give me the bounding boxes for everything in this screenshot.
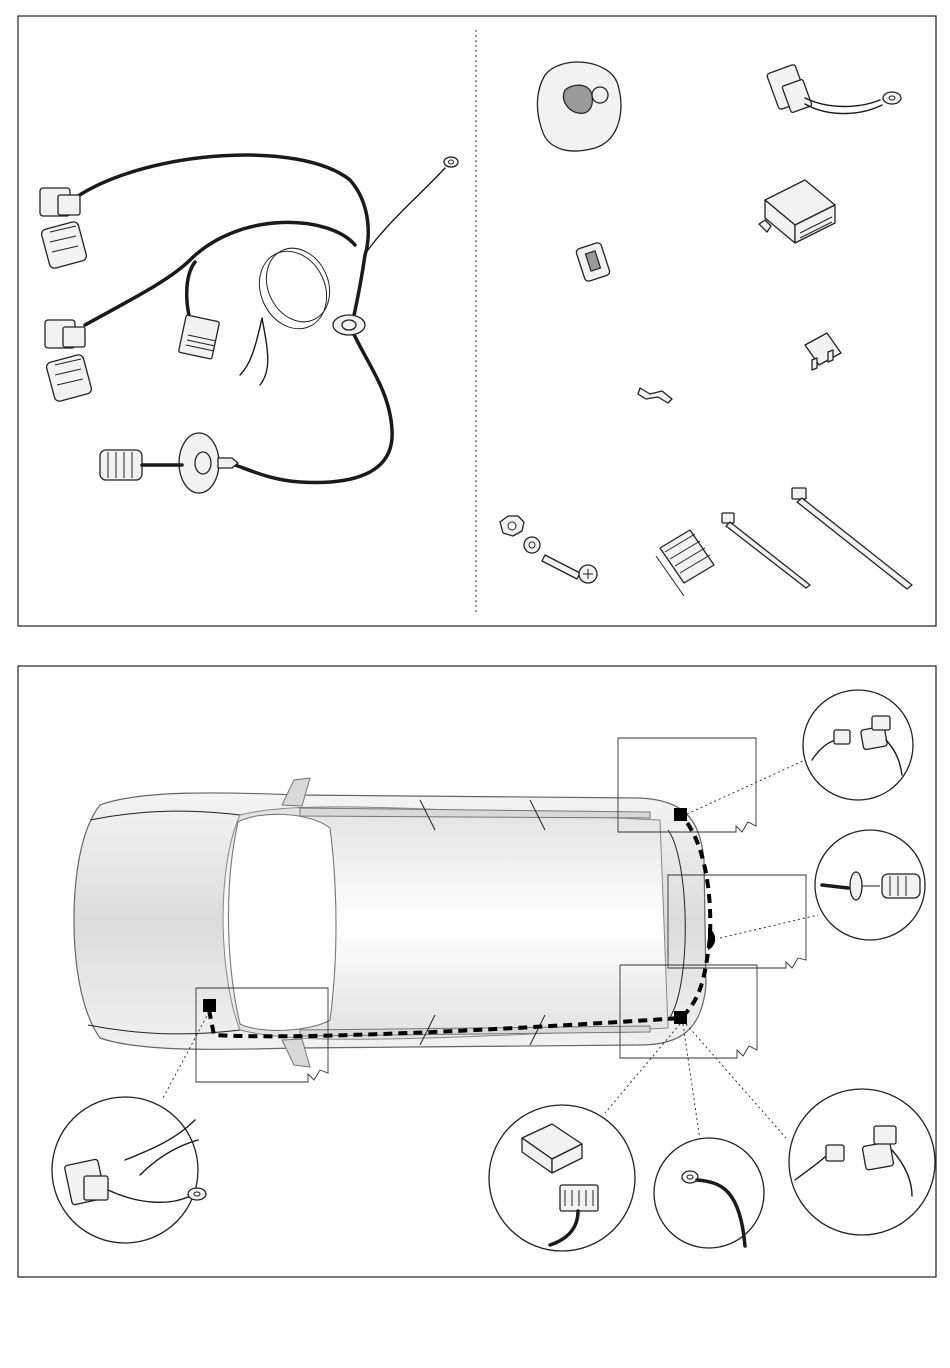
detail-tail-light-left	[789, 1089, 935, 1235]
nut-washer-bolt	[500, 516, 597, 583]
harness-wire-mid	[85, 222, 355, 325]
adhesive-foam-strip	[656, 530, 714, 596]
wiring-harness	[40, 155, 458, 493]
detail-tail-light-right	[803, 690, 913, 800]
socket-plug	[100, 450, 142, 480]
detail-tow-socket	[815, 830, 925, 940]
cable-tie-small	[722, 513, 810, 588]
installation-panel	[18, 666, 936, 1277]
harness-wire-top	[78, 155, 368, 325]
cable-tie-large	[792, 488, 912, 589]
terminal-pin	[638, 388, 672, 403]
leader-ground	[683, 1024, 700, 1140]
coil-leads	[240, 318, 268, 385]
ground-wire	[368, 168, 445, 250]
detail-ground-point	[654, 1138, 764, 1248]
socket-with-flange	[100, 433, 238, 493]
mounting-connector	[766, 64, 901, 113]
tail-light-connector-upper	[40, 188, 88, 269]
connection-point-rear-lower	[674, 1011, 687, 1024]
leader-rear-lower	[686, 1024, 786, 1138]
windscreen	[228, 814, 336, 1030]
connection-point-tow-socket	[708, 928, 715, 950]
fuse	[805, 333, 841, 370]
connection-point-front	[203, 999, 216, 1012]
detail-front-connector	[52, 1097, 206, 1243]
kit-contents-panel	[18, 16, 936, 626]
leader-tow-socket	[720, 915, 818, 938]
harness-wire-socket	[235, 330, 392, 482]
connection-point-rear-upper	[674, 808, 687, 821]
leader-rear-upper	[687, 760, 805, 814]
connector-clip	[575, 242, 610, 282]
harness-wire-branch	[187, 262, 195, 320]
socket-13pin	[537, 62, 620, 151]
tail-light-connector-lower	[45, 320, 93, 402]
control-module	[759, 180, 835, 243]
module-connector-plug	[178, 315, 219, 359]
detail-control-module	[489, 1105, 635, 1251]
